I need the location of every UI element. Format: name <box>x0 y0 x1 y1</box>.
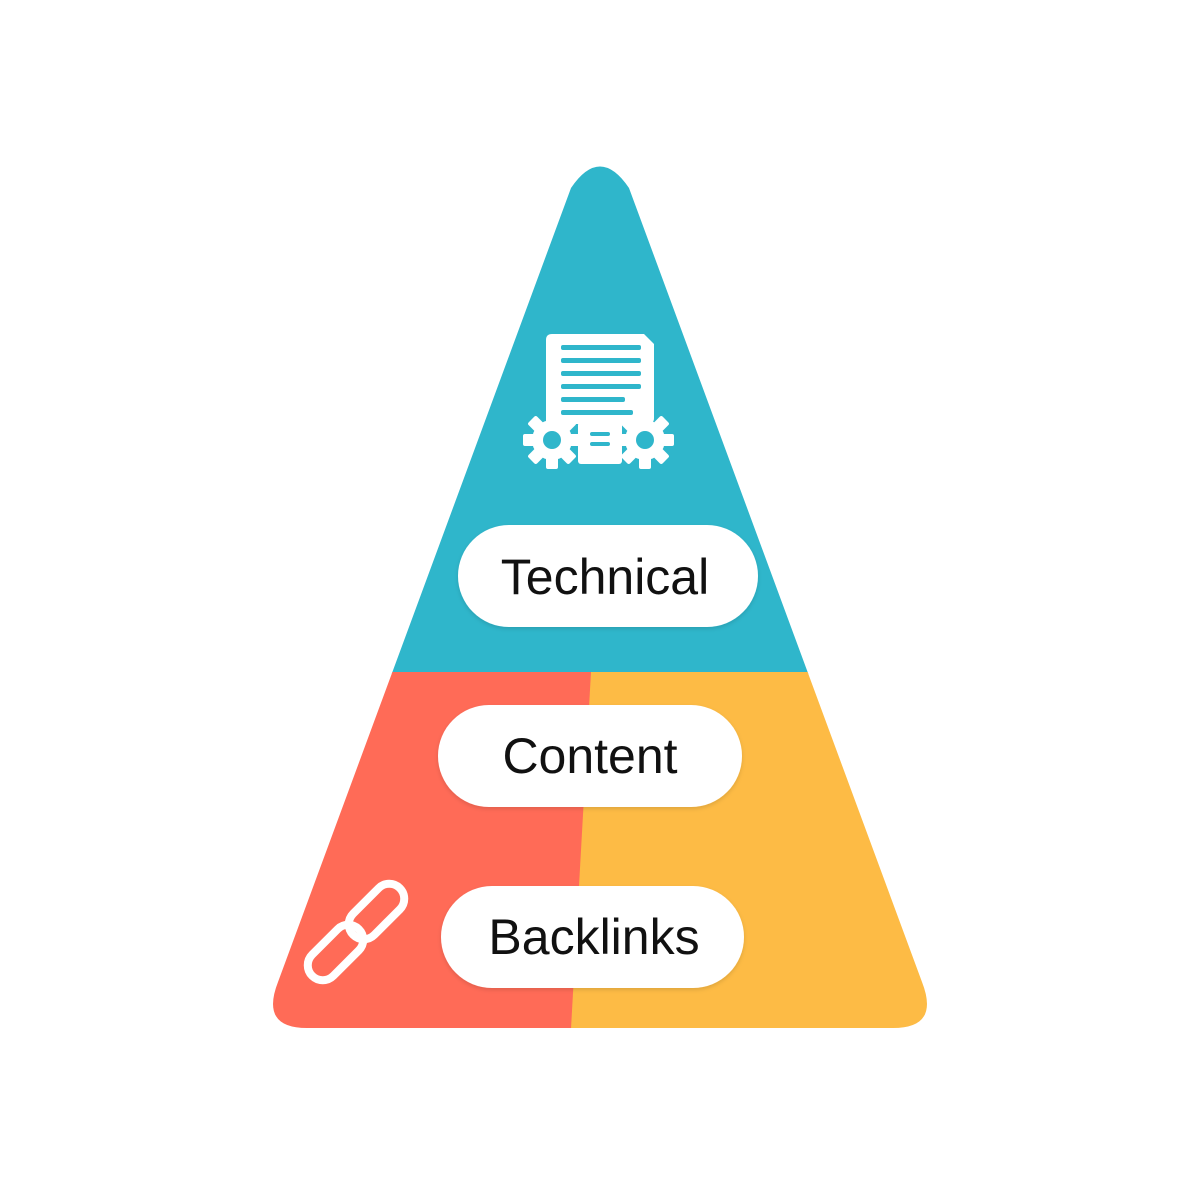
document-gears-icon <box>523 334 674 469</box>
layer-label-text: Backlinks <box>488 909 699 965</box>
layer-label-content <box>438 705 742 807</box>
layer-label-text: Technical <box>501 549 709 605</box>
layer-label-text: Content <box>502 728 677 784</box>
label-pill <box>441 886 744 988</box>
label-pill <box>458 525 758 627</box>
label-pill <box>438 705 742 807</box>
chain-link-icon <box>303 879 409 985</box>
gear-icon <box>523 411 581 469</box>
layer-label-technical <box>458 525 758 627</box>
layer-label-backlinks <box>441 886 744 988</box>
gear-icon <box>616 411 674 469</box>
